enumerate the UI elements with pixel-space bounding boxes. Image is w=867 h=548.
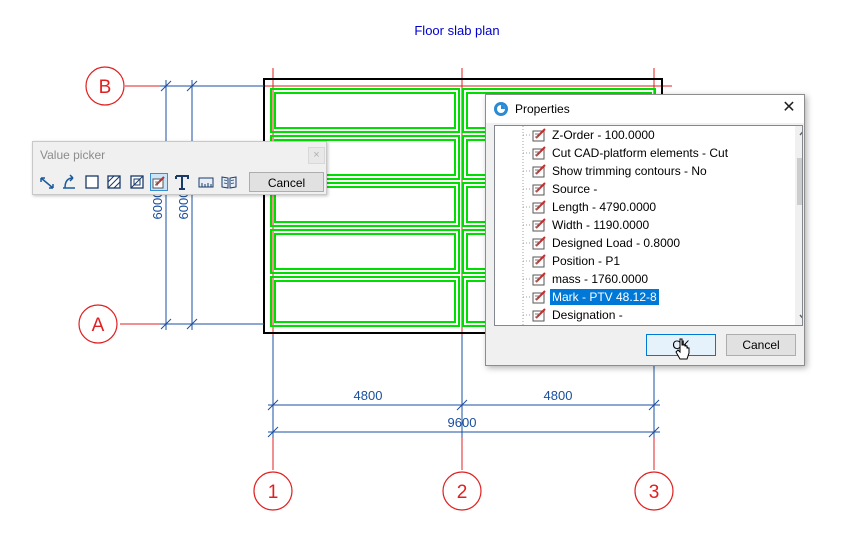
cancel-button[interactable]: Cancel [726, 334, 796, 356]
tree-connector [523, 170, 531, 172]
property-label: Z-Order - 100.0000 [552, 128, 655, 142]
property-icon [532, 308, 546, 322]
property-label: Show trimming contours - No [552, 164, 707, 178]
property-label: Position - P1 [552, 254, 621, 268]
property-row[interactable]: Cut CAD-platform elements - Cut [495, 144, 795, 162]
property-icon [532, 272, 546, 286]
measure-arc-icon[interactable] [60, 173, 78, 191]
value-picker-close-button[interactable]: × [308, 147, 325, 164]
property-icon [532, 146, 546, 160]
tree-connector [523, 278, 531, 280]
tree-connector [523, 188, 531, 190]
property-label: mass - 1760.0000 [552, 272, 649, 286]
property-icon [532, 254, 546, 268]
axis-bubble-a[interactable]: A [78, 304, 118, 344]
tree-connector [523, 134, 531, 136]
dimension-vertical-1: 6000 [150, 191, 165, 220]
tree-connector [523, 152, 531, 154]
close-icon[interactable]: ✕ [782, 99, 796, 116]
property-row[interactable]: Z-Order - 100.0000 [495, 126, 795, 144]
value-picker-panel[interactable]: Value picker × Cancel [32, 141, 327, 195]
property-label: Source - [552, 182, 598, 196]
property-row[interactable]: Width - 1190.0000 [495, 216, 795, 234]
property-icon [532, 290, 546, 304]
dimension-vertical-2: 6000 [176, 191, 191, 220]
axis-label-2: 2 [457, 482, 468, 503]
scrollbar-thumb[interactable] [797, 158, 802, 205]
tree-connector [523, 224, 531, 226]
property-label: Cut CAD-platform elements - Cut [552, 146, 729, 160]
property-label: Designed Load - 0.8000 [552, 236, 681, 250]
axis-bubble-3[interactable]: 3 [634, 471, 674, 511]
axis-bubble-1[interactable]: 1 [253, 471, 293, 511]
property-icon [532, 164, 546, 178]
value-picker-title: Value picker [40, 148, 106, 162]
property-label: Length - 4790.0000 [552, 200, 657, 214]
mouse-cursor-icon [675, 338, 690, 360]
dimension-span-1: 4800 [354, 388, 383, 403]
property-label: Width - 1190.0000 [552, 218, 650, 232]
property-row[interactable]: mass - 1760.0000 [495, 270, 795, 288]
property-icon [532, 236, 546, 250]
measure-length-icon[interactable] [38, 173, 56, 191]
property-row[interactable]: Designation - [495, 306, 795, 324]
rectangle-icon[interactable] [83, 173, 101, 191]
tree-connector [523, 260, 531, 262]
value-picker-cancel-button[interactable]: Cancel [249, 172, 324, 192]
section-rectangle-icon[interactable] [128, 173, 146, 191]
property-icon [532, 200, 546, 214]
property-icon [532, 218, 546, 232]
properties-title: Properties [515, 102, 570, 116]
tree-connector [523, 206, 531, 208]
property-row[interactable]: Source - [495, 180, 795, 198]
property-row[interactable]: Designed Load - 0.8000 [495, 234, 795, 252]
property-row[interactable]: Position - P1 [495, 252, 795, 270]
dimension-total: 9600 [448, 415, 477, 430]
properties-scrollbar[interactable] [795, 126, 803, 325]
axis-label-3: 3 [649, 482, 660, 503]
axis-label-b: B [99, 77, 112, 98]
property-icon [532, 182, 546, 196]
axis-label-1: 1 [268, 482, 279, 503]
dimension-lines [160, 80, 660, 438]
property-row[interactable]: Show trimming contours - No [495, 162, 795, 180]
property-label: Designation - [552, 308, 623, 322]
text-icon[interactable] [173, 173, 191, 191]
axis-bubble-b[interactable]: B [85, 66, 125, 106]
tree-connector [523, 314, 531, 316]
property-icon[interactable] [150, 173, 168, 191]
ruler-icon[interactable] [197, 173, 215, 191]
property-row[interactable]: Length - 4790.0000 [495, 198, 795, 216]
book-icon[interactable] [220, 173, 238, 191]
app-icon [493, 101, 509, 122]
dimension-span-2: 4800 [544, 388, 573, 403]
property-row[interactable]: Mark - PTV 48.12-8 [495, 288, 795, 306]
axis-label-a: A [92, 315, 105, 336]
hatched-rectangle-icon[interactable] [105, 173, 123, 191]
drawing-title: Floor slab plan [414, 23, 499, 38]
tree-connector [523, 242, 531, 244]
properties-titlebar[interactable]: Properties ✕ [486, 95, 804, 123]
property-icon [532, 128, 546, 142]
axis-bubble-2[interactable]: 2 [442, 471, 482, 511]
scroll-down-icon[interactable] [799, 314, 803, 320]
property-label: Mark - PTV 48.12-8 [550, 289, 659, 305]
tree-connector [523, 296, 531, 298]
scroll-up-icon[interactable] [799, 130, 803, 136]
